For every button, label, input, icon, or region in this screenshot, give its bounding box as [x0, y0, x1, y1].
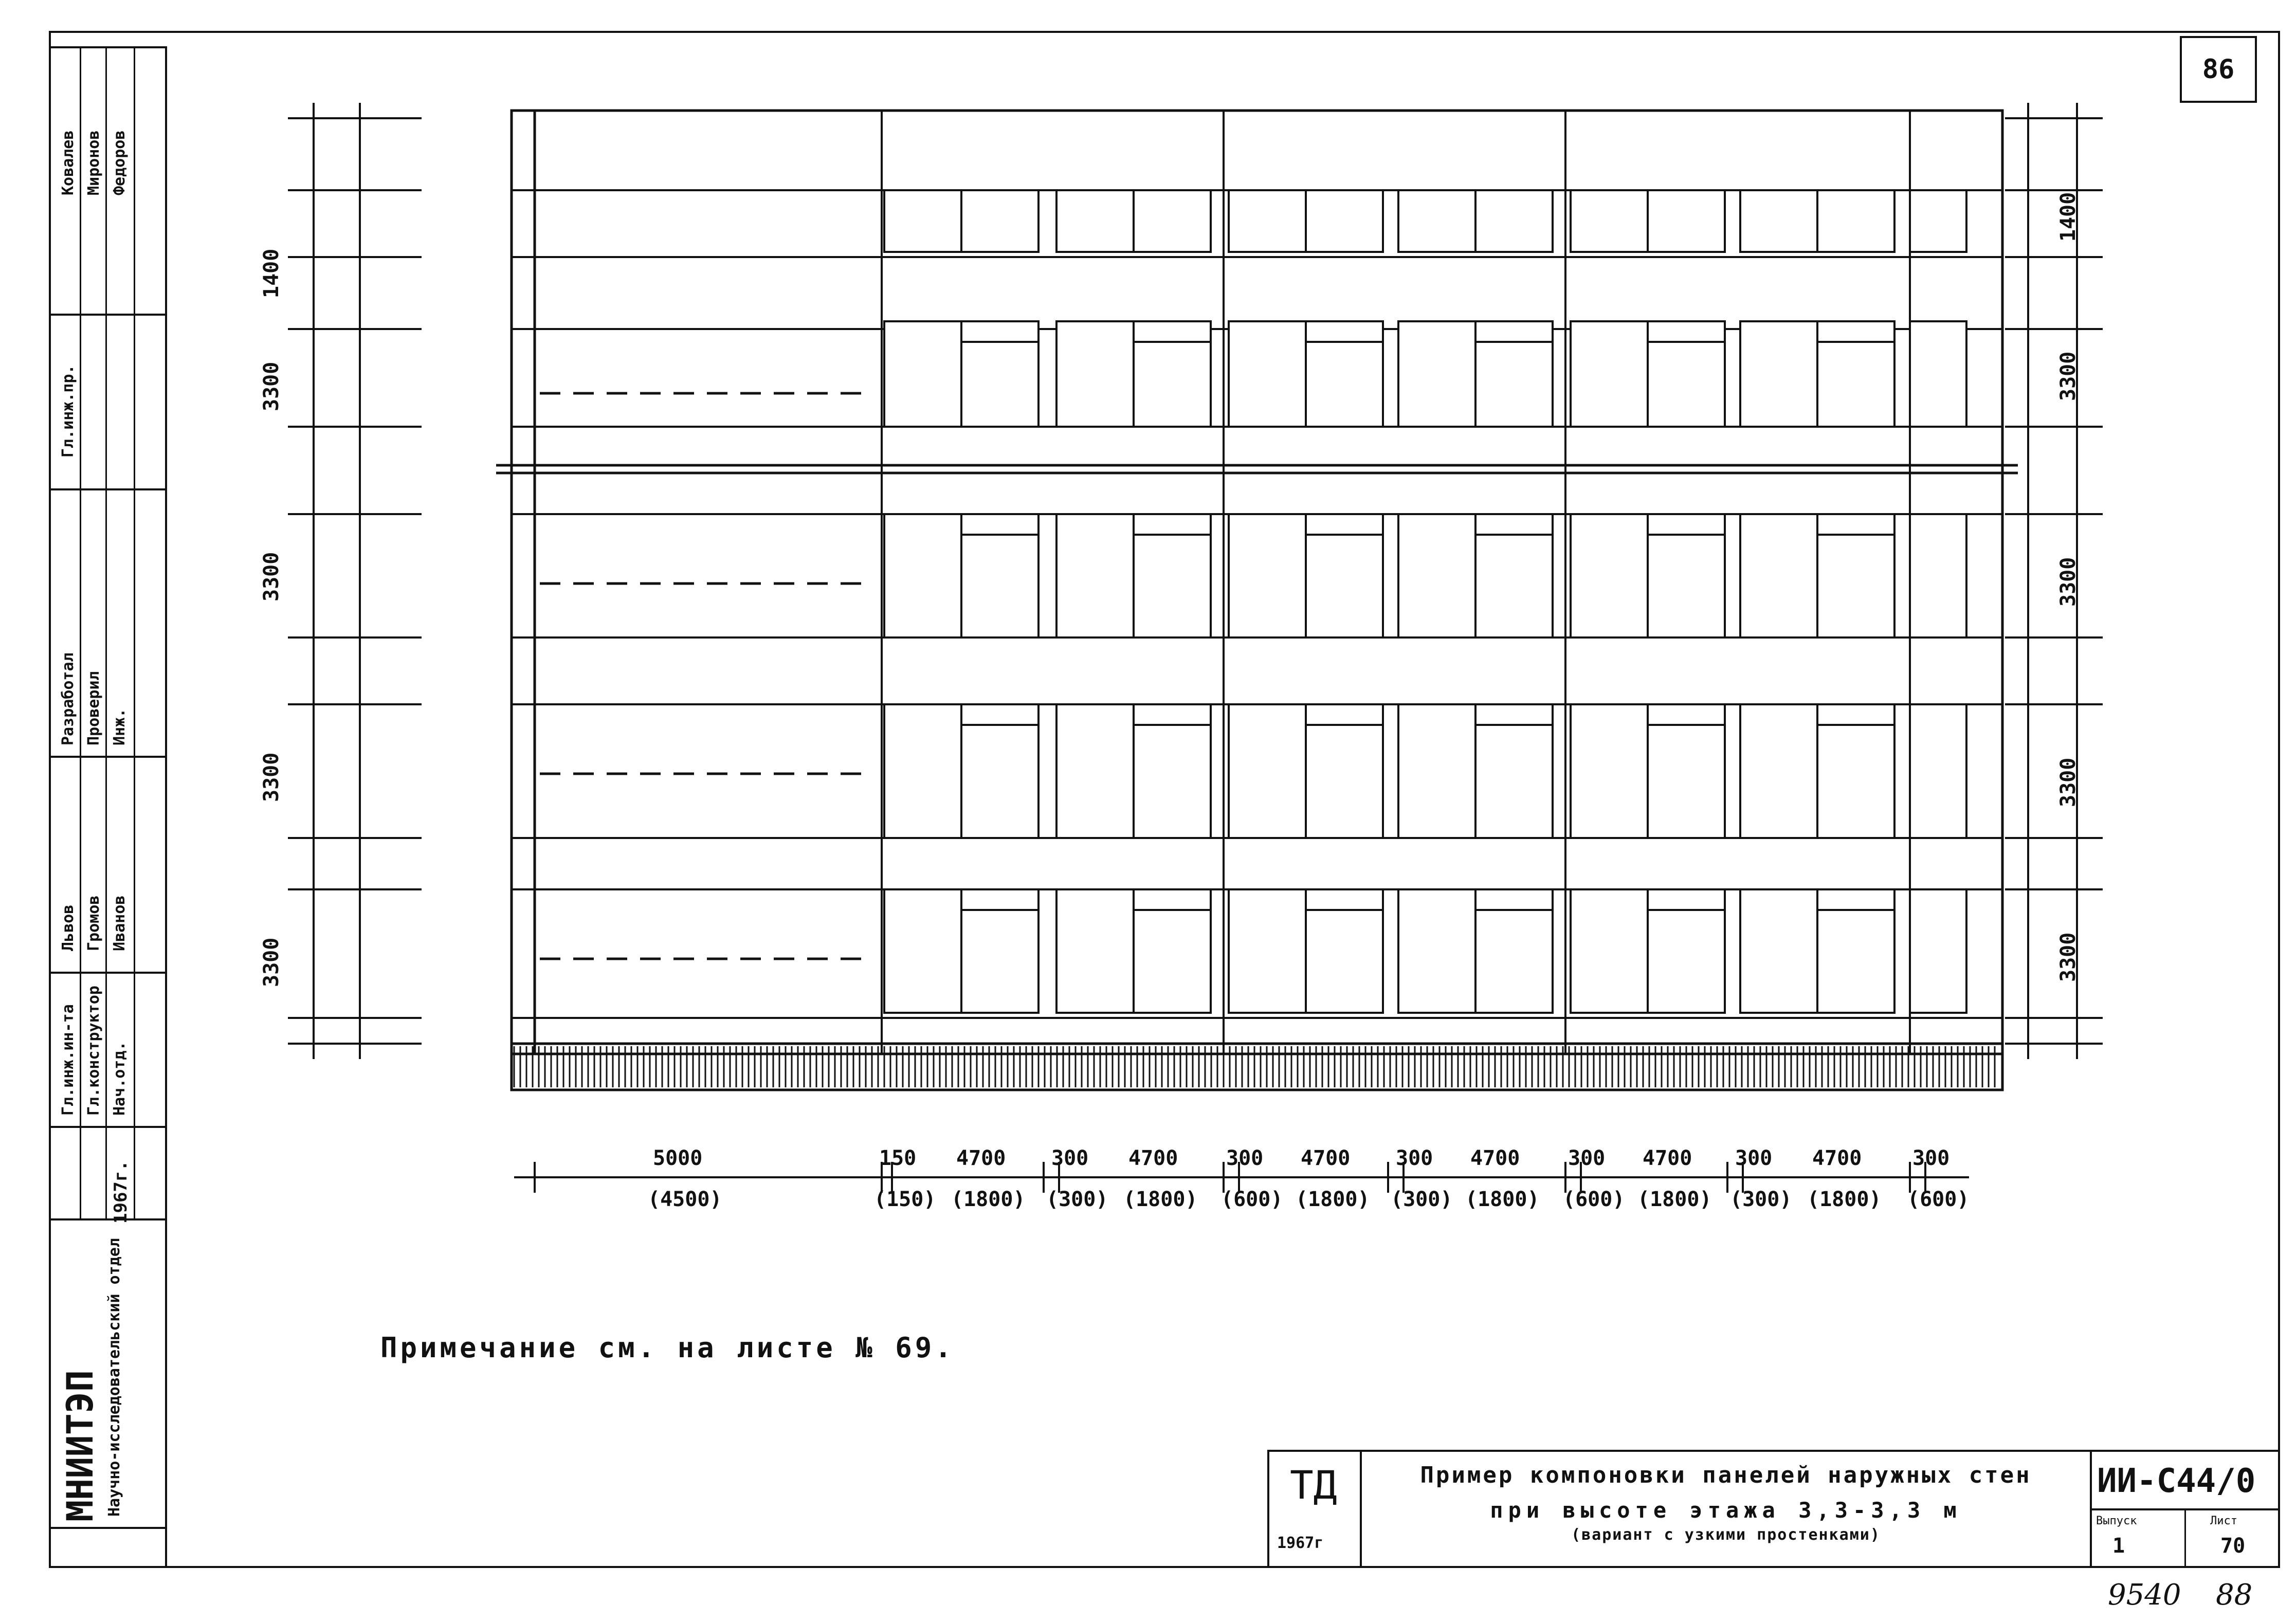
sheet-value: 70 — [2220, 1534, 2246, 1558]
left-dim-2: 3300 — [260, 552, 283, 602]
bottom-dim-paren: (600) — [1221, 1188, 1283, 1211]
window-frame — [1909, 703, 1967, 839]
archive-sheet: 88 — [2216, 1578, 2253, 1612]
left-dim-1: 3300 — [260, 752, 283, 802]
dashed-lines — [540, 392, 874, 960]
title-year: 1967г — [1277, 1534, 1324, 1552]
window-frame — [1909, 189, 1967, 253]
archive-number: 9540 — [2108, 1578, 2181, 1612]
foundation-hatch — [513, 1046, 1996, 1087]
bottom-dim-paren: (600) — [1907, 1188, 1970, 1211]
title-text-cell: Пример компоновки панелей наружных стен … — [1362, 1452, 2092, 1568]
stamp-divider — [49, 1218, 167, 1220]
window-frame — [1909, 888, 1967, 1014]
side-stamp: МНИИТЭП Научно-исследовательский отдел 1… — [49, 46, 167, 1568]
title-block-org-cell: ТД 1967г — [1269, 1452, 1362, 1568]
bottom-dim-paren: (4500) — [648, 1188, 722, 1211]
bottom-dim-value: 4700 — [1301, 1146, 1351, 1170]
stamp-divider — [49, 488, 167, 490]
stamp-divider — [49, 1527, 167, 1529]
note: Примечание см. на листе № 69. — [380, 1332, 955, 1364]
foundation-band — [510, 1042, 2004, 1091]
bottom-dim-value: 4700 — [1812, 1146, 1862, 1170]
bottom-dim-paren: (1800) — [1637, 1188, 1712, 1211]
bottom-dim-value: 4700 — [1470, 1146, 1520, 1170]
title-block: ТД 1967г Пример компоновки панелей наруж… — [1267, 1450, 2280, 1568]
stamp-divider — [49, 314, 167, 316]
bottom-dim-paren: (1800) — [1807, 1188, 1882, 1211]
series-cell: ИИ-С44/0 Выпуск Лист 1 70 — [2092, 1452, 2280, 1568]
bottom-dim-value: 300 — [1735, 1146, 1773, 1170]
bottom-dim-paren: (300) — [1730, 1188, 1792, 1211]
bottom-dim-paren: (300) — [1391, 1188, 1453, 1211]
window-frame — [1909, 320, 1967, 428]
bottom-dim-paren: (600) — [1563, 1188, 1625, 1211]
side-stamp-frame — [49, 46, 167, 1568]
bottom-dim-paren: (300) — [1046, 1188, 1108, 1211]
bottom-dim-paren: (150) — [874, 1188, 936, 1211]
bottom-dim-paren: (1800) — [951, 1188, 1026, 1211]
left-dim-3: 3300 — [260, 361, 283, 411]
stamp-col-divider — [134, 46, 135, 1218]
issue-label: Выпуск — [2096, 1515, 2137, 1527]
bottom-dim-value: 300 — [1396, 1146, 1433, 1170]
org-code: ТД — [1290, 1462, 1337, 1508]
left-dim-4: 1400 — [260, 248, 283, 298]
right-dim-3: 3300 — [2056, 757, 2080, 807]
issue-value: 1 — [2112, 1534, 2125, 1558]
left-dimension-lines — [288, 103, 422, 1059]
bottom-dim-value: 4700 — [956, 1146, 1006, 1170]
right-dim-0: 1400 — [2056, 192, 2080, 242]
bottom-dim-value: 4700 — [1128, 1146, 1178, 1170]
right-dimension-lines — [2005, 103, 2103, 1059]
page-number: 86 — [2202, 54, 2235, 85]
bottom-dim-value: 300 — [1051, 1146, 1089, 1170]
bottom-dim-value: 300 — [1912, 1146, 1950, 1170]
right-dim-1: 3300 — [2056, 351, 2080, 401]
bottom-dim-value: 300 — [1226, 1146, 1264, 1170]
cell-divider — [2184, 1509, 2186, 1568]
stamp-divider — [49, 756, 167, 758]
series-divider — [2092, 1508, 2280, 1510]
title-line-2: при высоте этажа 3,3-3,3 м — [1490, 1498, 1962, 1523]
bottom-dim-value: 300 — [1568, 1146, 1606, 1170]
bottom-dim-paren: (1800) — [1123, 1188, 1198, 1211]
stamp-divider — [49, 972, 167, 974]
window-frame — [1909, 513, 1967, 639]
facade-outline — [510, 109, 2004, 1055]
bottom-dim-paren: (1800) — [1465, 1188, 1540, 1211]
right-dim-2: 3300 — [2056, 557, 2080, 607]
window-grid — [883, 189, 1967, 1014]
bottom-dim-value: 4700 — [1643, 1146, 1692, 1170]
bottom-dimension-ticks — [534, 1162, 1926, 1193]
sheet-label: Лист — [2210, 1515, 2237, 1527]
right-dim-4: 3300 — [2056, 932, 2080, 982]
break-line — [496, 464, 2018, 475]
stamp-divider — [49, 1126, 167, 1128]
bottom-dim-paren: (1800) — [1296, 1188, 1370, 1211]
stamp-col-divider — [105, 46, 107, 1218]
stamp-col-divider — [80, 46, 81, 1218]
series-code: ИИ-С44/0 — [2097, 1462, 2256, 1500]
title-line-3: (вариант с узкими простенками) — [1571, 1526, 1881, 1544]
bottom-dim-value: 150 — [879, 1146, 917, 1170]
bottom-dim-value: 5000 — [653, 1146, 703, 1170]
title-line-1: Пример компоновки панелей наружных стен — [1420, 1462, 2032, 1488]
left-dim-0: 3300 — [260, 937, 283, 987]
page-number-box: 86 — [2180, 36, 2257, 103]
